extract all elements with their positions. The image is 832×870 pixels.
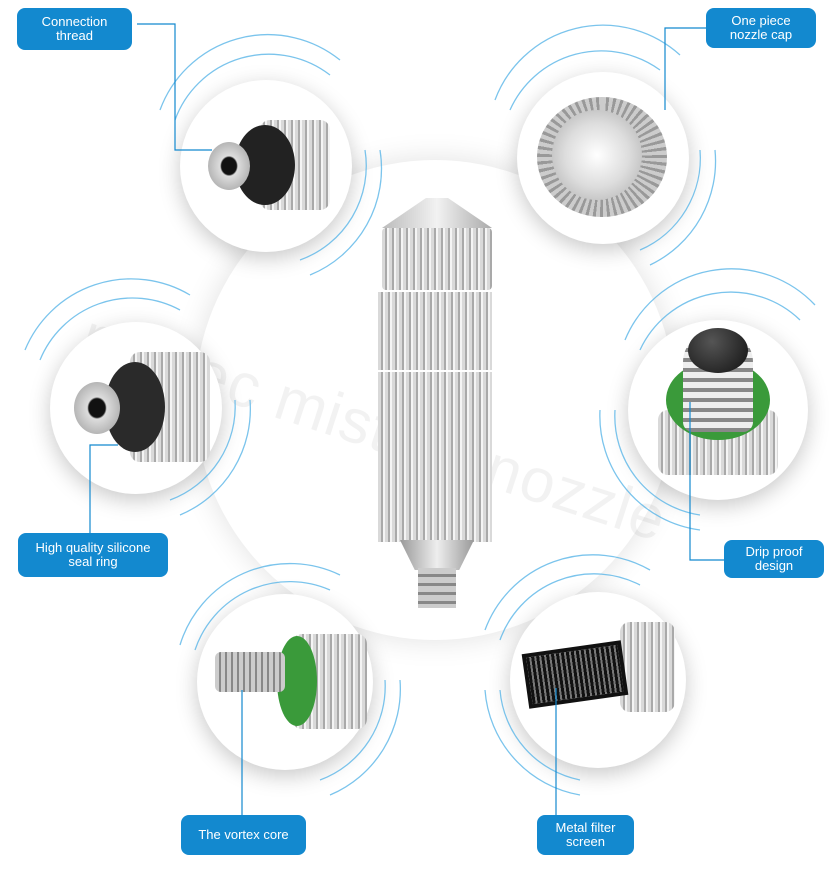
filter-screen-detail [510,592,686,768]
label-filter-screen: Metal filter screen [537,815,634,855]
label-seal-ring: High quality silicone seal ring [18,533,168,577]
drip-proof-detail [628,320,808,500]
label-vortex-core: The vortex core [181,815,306,855]
label-connection-thread: Connection thread [17,8,132,50]
nozzle-cap-detail [517,72,689,244]
vortex-core-detail [197,594,373,770]
seal-ring-detail [50,322,222,494]
label-drip-proof: Drip proof design [724,540,824,578]
label-nozzle-cap: One piece nozzle cap [706,8,816,48]
connection-thread-detail [180,80,352,252]
